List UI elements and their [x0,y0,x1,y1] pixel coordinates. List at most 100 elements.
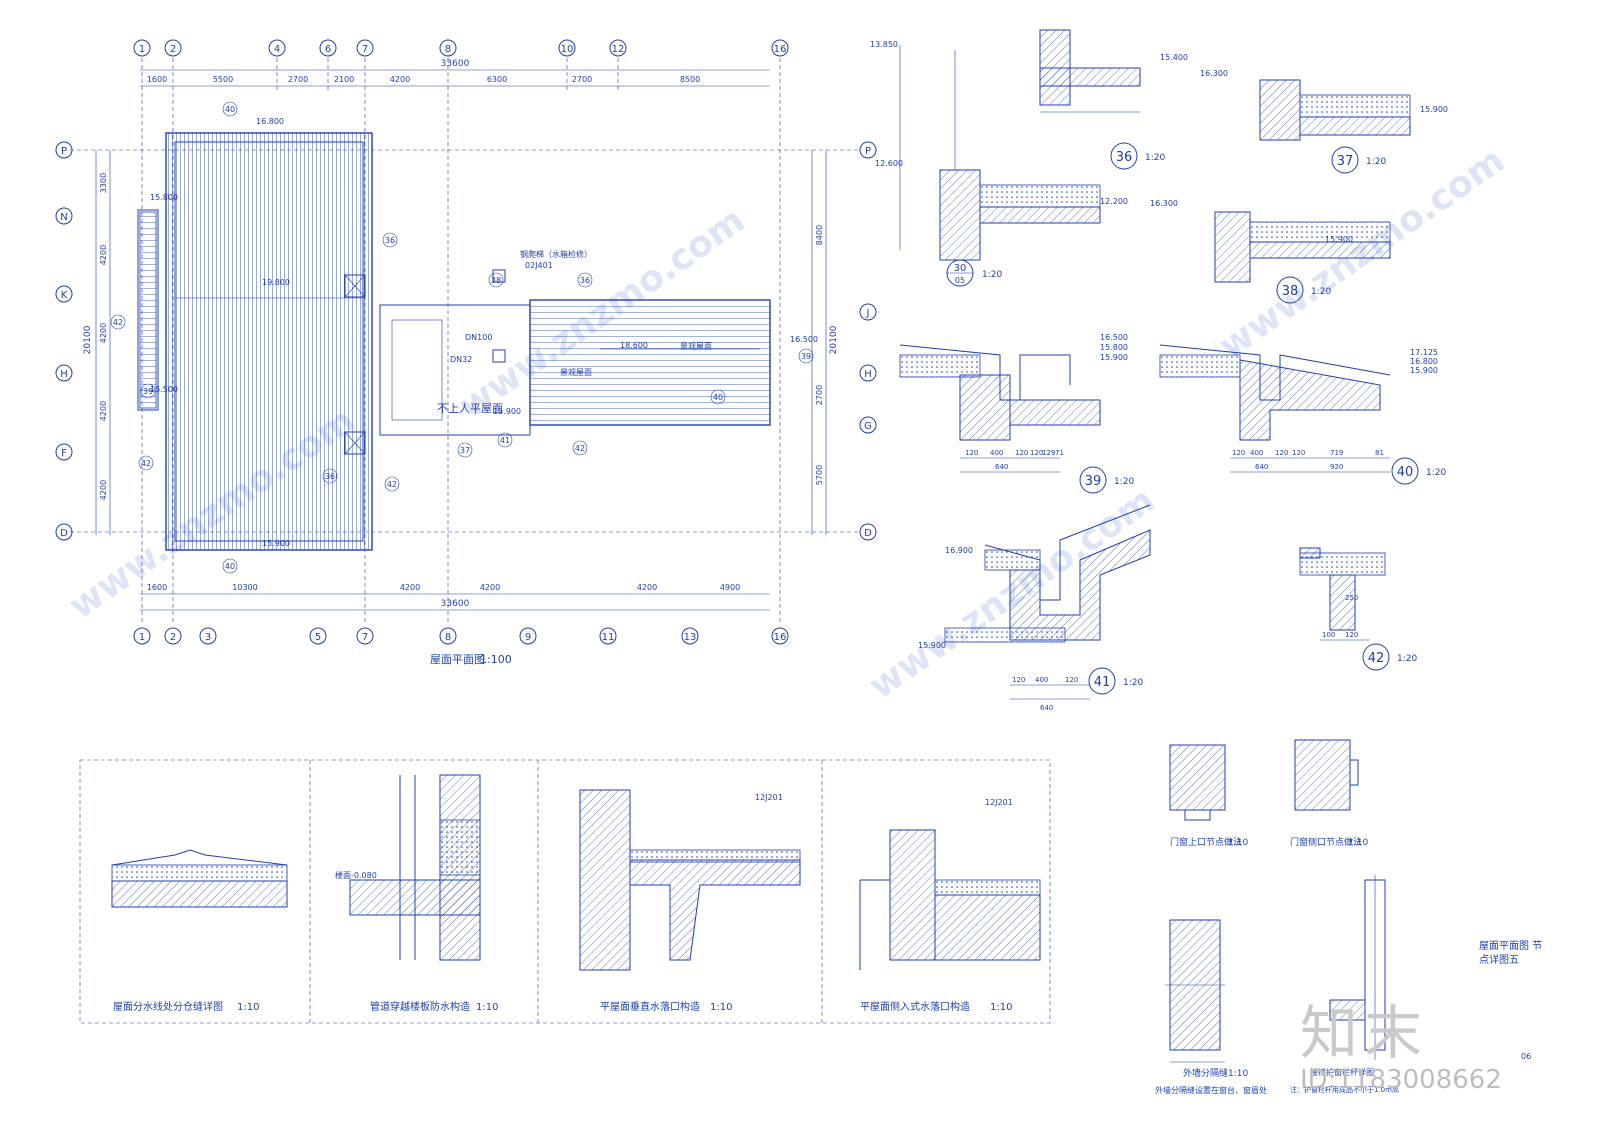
brand-watermark: 知末 ID:1183008662 [1300,1001,1540,1095]
axis-label: J [866,308,870,319]
svg-text:15.900: 15.900 [918,641,946,650]
detail-scale: 1:20 [1366,157,1386,167]
ladder-ref: 02J401 [525,261,553,270]
axis-label: 7 [362,632,368,643]
axis-label: 2 [170,44,176,55]
svg-text:36: 36 [580,276,590,285]
svg-text:129: 129 [1042,449,1055,457]
svg-text:40: 40 [713,393,723,402]
detail-scale: 1:20 [1145,153,1165,163]
detail-scale: 1:20 [1426,468,1446,478]
svg-text:120: 120 [1232,449,1245,457]
detail-36: 15.400 36 1:20 [1040,30,1188,169]
elevation: 15.900 [493,407,521,416]
elevation: 19.800 [262,278,290,287]
detail-scale: 1:20 [1311,287,1331,297]
axis-label: 11 [602,632,615,643]
top-dim: 2100 [334,75,354,84]
svg-text:42: 42 [575,444,585,453]
svg-text:39: 39 [143,387,153,396]
axis-label: 7 [362,44,368,55]
svg-text:15.800: 15.800 [1100,343,1128,352]
bottom-detail-title: 平屋面侧入式水落口构造 [860,1000,970,1013]
svg-text:81: 81 [1375,449,1384,457]
right-dim: 2700 [815,385,824,405]
svg-text:1:10: 1:10 [1228,838,1248,848]
plan-scale: 1:100 [480,653,512,666]
svg-text:16.900: 16.900 [945,546,973,555]
svg-text:42: 42 [387,480,397,489]
detail-37: 16.300 15.900 37 1:20 [1200,69,1448,173]
svg-text:1:10: 1:10 [1228,1069,1248,1079]
axis-label: 9 [525,632,531,643]
sheet-note: 屋面平面图 节点详图五 [1479,940,1549,968]
svg-text:16.800: 16.800 [1410,357,1438,366]
right-axis-bubbles: P J H G D [860,142,876,540]
svg-text:15.900: 15.900 [1100,353,1128,362]
elevation: 16.800 [256,117,284,126]
axis-label: H [864,369,872,380]
svg-text:12.200: 12.200 [1100,197,1128,206]
elevation: 16.500 [790,335,818,344]
svg-text:16.500: 16.500 [1100,333,1128,342]
svg-text:120: 120 [1345,631,1358,639]
svg-text:39: 39 [801,352,811,361]
svg-text:100: 100 [1322,631,1335,639]
left-dim: 4200 [99,401,108,421]
axis-label: 1 [139,44,145,55]
svg-text:719: 719 [1330,449,1343,457]
bottom-detail-title: 管道穿越楼板防水构造 [370,1000,470,1013]
pipe-label: DN32 [450,355,472,364]
left-dim: 4200 [99,480,108,500]
left-total-dim: 20100 [83,325,93,354]
bottom-dim: 4900 [720,583,740,592]
svg-text:400: 400 [1035,676,1048,684]
axis-label: 8 [445,44,451,55]
axis-label: 4 [274,44,280,55]
svg-text:15.900: 15.900 [1410,366,1438,375]
right-dim: 5700 [815,465,824,485]
svg-text:37: 37 [460,446,470,455]
svg-text:12J201: 12J201 [755,793,783,802]
axis-label: H [60,369,68,380]
svg-text:40: 40 [225,562,235,571]
left-dim: 4200 [99,323,108,343]
detail-40: 17.125 16.800 15.900 120 400 120 120 719… [1160,345,1446,484]
svg-text:120: 120 [965,449,978,457]
slope-roof-label: 景观屋面 [560,368,592,377]
svg-text:38: 38 [491,276,501,285]
axis-label: P [61,146,67,157]
detail-scale: 1:20 [1123,678,1143,688]
plan-title: 屋面平面图 [430,653,485,666]
svg-text:15.900: 15.900 [1325,235,1353,244]
bottom-detail-title: 平屋面垂直水落口构造 [600,1000,700,1013]
svg-text:36: 36 [385,236,395,245]
svg-text:250: 250 [1345,594,1358,602]
axis-label: 13 [684,632,697,643]
svg-text:920: 920 [1330,463,1343,471]
detail-42: 100 120 250 42 1:20 [1300,548,1417,670]
svg-text:42: 42 [113,318,123,327]
top-dim: 8500 [680,75,700,84]
svg-text:1:10: 1:10 [237,1002,259,1013]
svg-text:120: 120 [1292,449,1305,457]
top-dim: 4200 [390,75,410,84]
top-dim: 1600 [147,75,167,84]
top-dim: 2700 [288,75,308,84]
elevation: 18.600 [620,341,648,350]
svg-text:120: 120 [1015,449,1028,457]
axis-label: 16 [774,44,787,55]
bottom-axis-bubbles: 1 2 3 5 7 8 9 11 13 16 [134,628,788,644]
brand-logo: 知末 [1300,1001,1540,1065]
bottom-dim: 4200 [480,583,500,592]
svg-text:05: 05 [955,276,965,285]
bottom-details-board: 屋面分水线处分仓缝详图 1:10 楼面-0.080 管道穿越楼板防水构造 1:1… [80,760,1050,1023]
detail-no: 37 [1337,154,1354,169]
svg-text:40: 40 [225,105,235,114]
detail-38: 16.300 15.900 38 1:20 [1150,199,1390,303]
detail-39: 16.500 15.800 15.900 120 400 120 120 129… [900,333,1134,493]
svg-text:640: 640 [1255,463,1268,471]
elevation: 15.500 [150,385,178,394]
detail-no: 40 [1397,465,1414,480]
detail-scale: 1:20 [1114,477,1134,487]
